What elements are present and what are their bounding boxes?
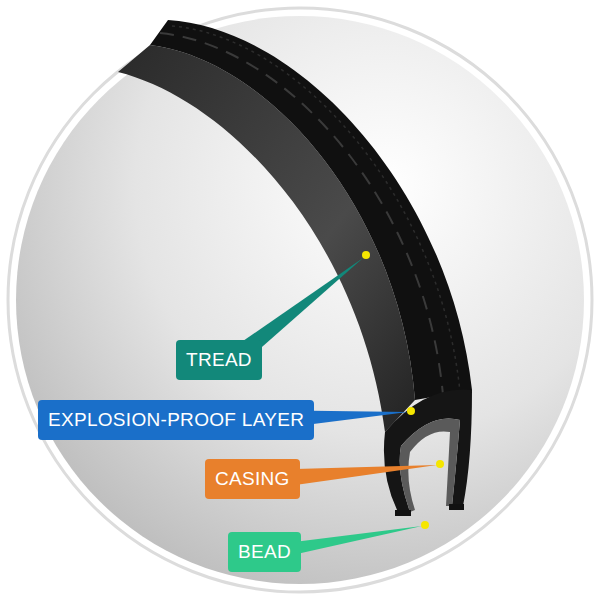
part-name: EXPLOSION-PROOF LAYER bbox=[48, 409, 304, 431]
marker-dot bbox=[362, 251, 370, 259]
bead-wire bbox=[449, 504, 464, 510]
part-name: BEAD bbox=[238, 541, 291, 563]
tread-pattern bbox=[160, 33, 443, 395]
outer-ring bbox=[8, 8, 592, 592]
tire-tread bbox=[150, 20, 472, 400]
part-name: CASING bbox=[215, 468, 290, 490]
background-disc bbox=[16, 16, 584, 584]
marker-dot bbox=[421, 521, 429, 529]
marker-dot bbox=[407, 407, 415, 415]
tread-pattern bbox=[172, 26, 460, 392]
marker-dot bbox=[436, 460, 444, 468]
label-box: CASING bbox=[205, 459, 300, 499]
tire-cross-section bbox=[384, 390, 472, 512]
label-box: TREAD bbox=[176, 340, 262, 380]
tire-sidewall bbox=[118, 45, 415, 432]
part-name: TREAD bbox=[186, 349, 252, 371]
bead-wire bbox=[395, 510, 411, 516]
label-box: EXPLOSION-PROOF LAYER bbox=[38, 400, 314, 440]
label-box: BEAD bbox=[228, 532, 301, 572]
